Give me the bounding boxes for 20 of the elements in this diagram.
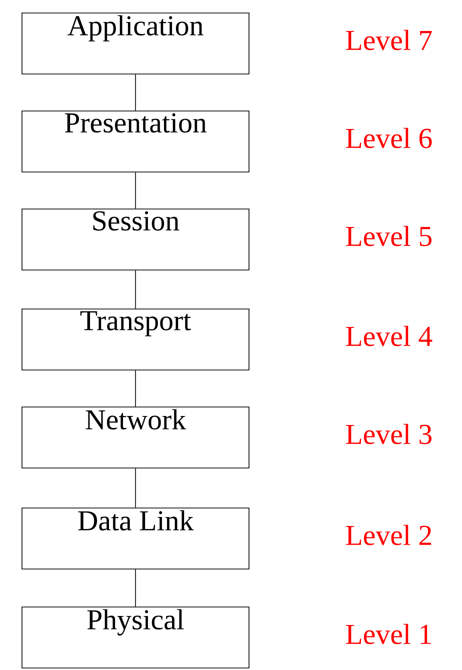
layer-box: Network: [22, 406, 250, 468]
level-label: Level 4: [346, 326, 432, 346]
level-label: Level 7: [346, 30, 432, 50]
layer-box: Data Link: [22, 508, 250, 570]
level-label: Level 3: [346, 424, 432, 444]
connector-line: [135, 370, 136, 407]
connector-line: [135, 270, 136, 309]
connector-line: [135, 468, 136, 508]
layer-box: Application: [22, 12, 250, 74]
layer-box: Physical: [22, 606, 250, 668]
level-label: Level 1: [346, 624, 431, 644]
layer-box: Transport: [22, 308, 250, 370]
layer-box: Presentation: [22, 110, 250, 172]
layer-box: Session: [22, 208, 250, 270]
level-label: Level 2: [346, 524, 432, 546]
connector-line: [135, 569, 136, 607]
level-label: Level 6: [346, 128, 432, 148]
connector-line: [135, 172, 136, 209]
connector-line: [135, 74, 136, 111]
level-label: Level 5: [346, 226, 432, 246]
